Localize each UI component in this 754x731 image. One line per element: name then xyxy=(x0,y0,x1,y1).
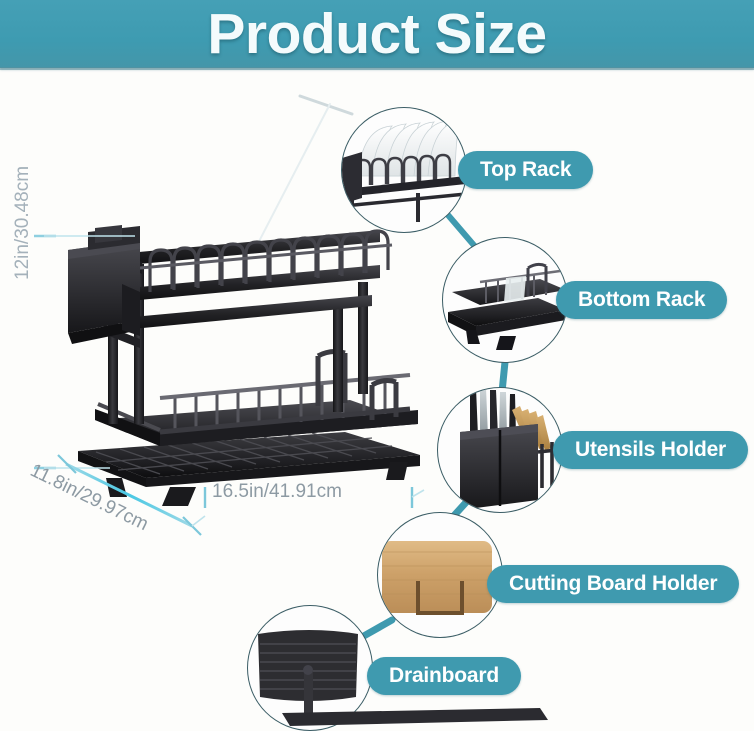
callout-label-cutting-board-holder[interactable]: Cutting Board Holder xyxy=(487,565,740,603)
header-divider xyxy=(0,67,754,70)
page-title: Product Size xyxy=(207,1,547,66)
callout-thumb-utensils-holder xyxy=(437,387,563,513)
callout-label-cutting-board-holder-text: Cutting Board Holder xyxy=(509,572,718,595)
callout-thumb-bottom-rack xyxy=(442,237,568,363)
product-illustration xyxy=(68,225,420,506)
callout-label-drainboard[interactable]: Drainboard xyxy=(367,657,522,695)
callout-thumb-cutting-board-holder xyxy=(377,512,503,638)
callout-label-bottom-rack[interactable]: Bottom Rack xyxy=(556,281,728,319)
dimension-label-height: 12in/30.48cm xyxy=(12,165,33,280)
callout-label-utensils-holder-text: Utensils Holder xyxy=(575,438,727,461)
header-band xyxy=(0,0,754,68)
callout-thumb-drainboard xyxy=(247,605,548,731)
callout-thumb-top-rack xyxy=(341,107,467,233)
callout-label-top-rack-text: Top Rack xyxy=(480,158,572,181)
dimension-lines xyxy=(34,234,425,536)
callout-label-top-rack[interactable]: Top Rack xyxy=(458,151,594,189)
dimension-label-width: 16.5in/41.91cm xyxy=(212,481,342,502)
callout-label-utensils-holder[interactable]: Utensils Holder xyxy=(553,431,749,469)
callout-label-bottom-rack-text: Bottom Rack xyxy=(578,288,706,311)
callout-label-drainboard-text: Drainboard xyxy=(389,664,500,687)
